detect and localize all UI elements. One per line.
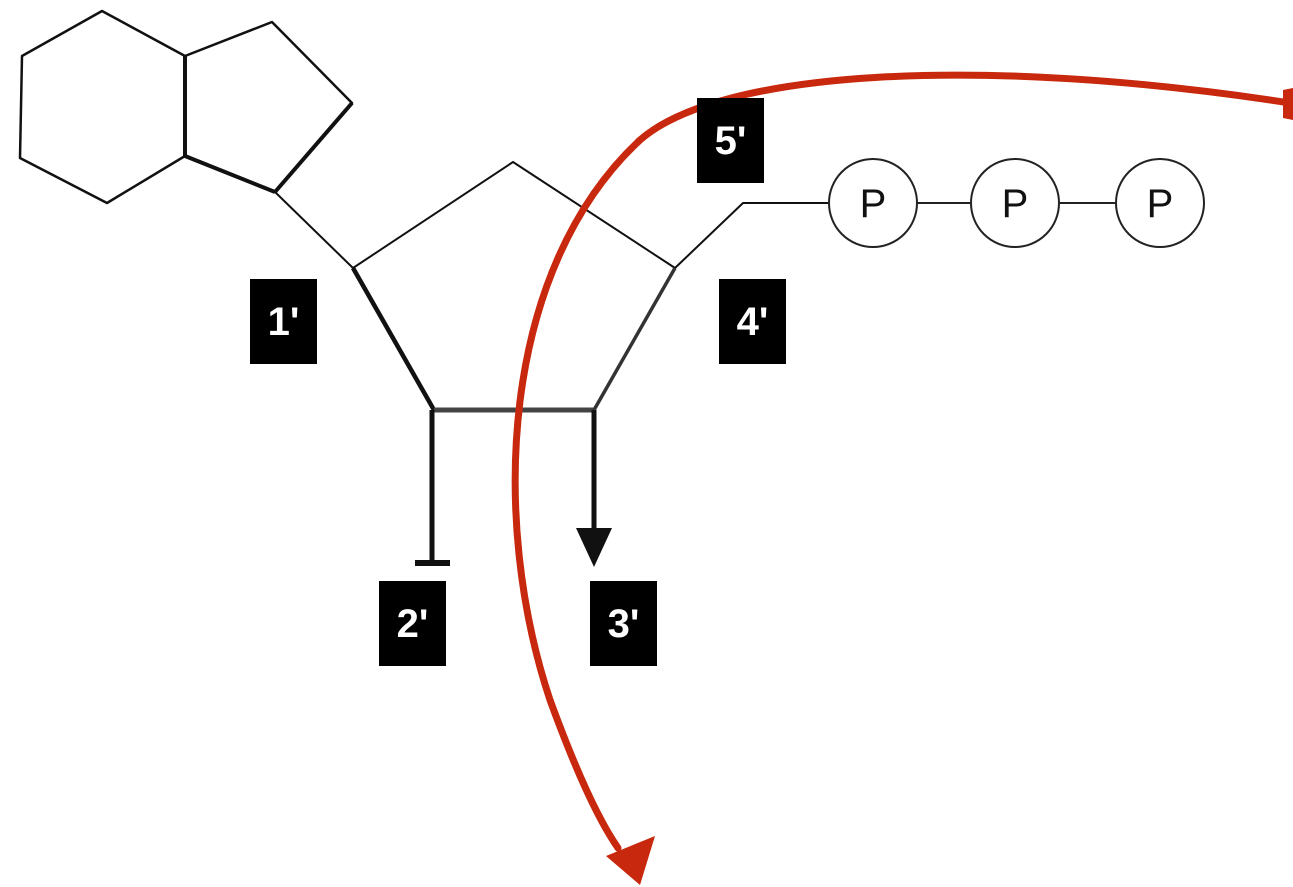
phosphate-circle-3 (1115, 158, 1205, 248)
base-bold-edge (273, 101, 354, 194)
curved-arrow-head-top (1283, 88, 1293, 120)
label-2-prime-text: 2' (397, 602, 429, 646)
label-5-prime-text: 5' (715, 119, 747, 163)
ribose-edge-c1-c2 (351, 266, 436, 412)
c5-bond (674, 202, 830, 269)
label-1-prime: 1' (250, 279, 317, 364)
label-3-prime-text: 3' (608, 602, 640, 646)
label-4-prime: 4' (719, 279, 786, 364)
glycosidic-bond (274, 191, 354, 269)
label-2-prime: 2' (379, 581, 446, 666)
base-six-ring (18, 9, 187, 205)
curved-arrow-head-bottom (606, 836, 655, 885)
curved-arrow (511, 71, 1293, 852)
label-3-prime: 3' (590, 581, 657, 666)
ribose-ring-top (352, 161, 676, 269)
phosphate-label-2: P (1002, 182, 1029, 226)
c3-arrowhead (576, 528, 612, 567)
phosphate-label-1: P (860, 182, 887, 226)
label-1-prime-text: 1' (268, 300, 300, 344)
label-5-prime: 5' (697, 98, 764, 183)
phosphate-label-3: P (1147, 182, 1174, 226)
label-4-prime-text: 4' (737, 300, 769, 344)
ribose-edge-c3-c4 (592, 267, 677, 411)
base-bold-edge (184, 154, 276, 194)
